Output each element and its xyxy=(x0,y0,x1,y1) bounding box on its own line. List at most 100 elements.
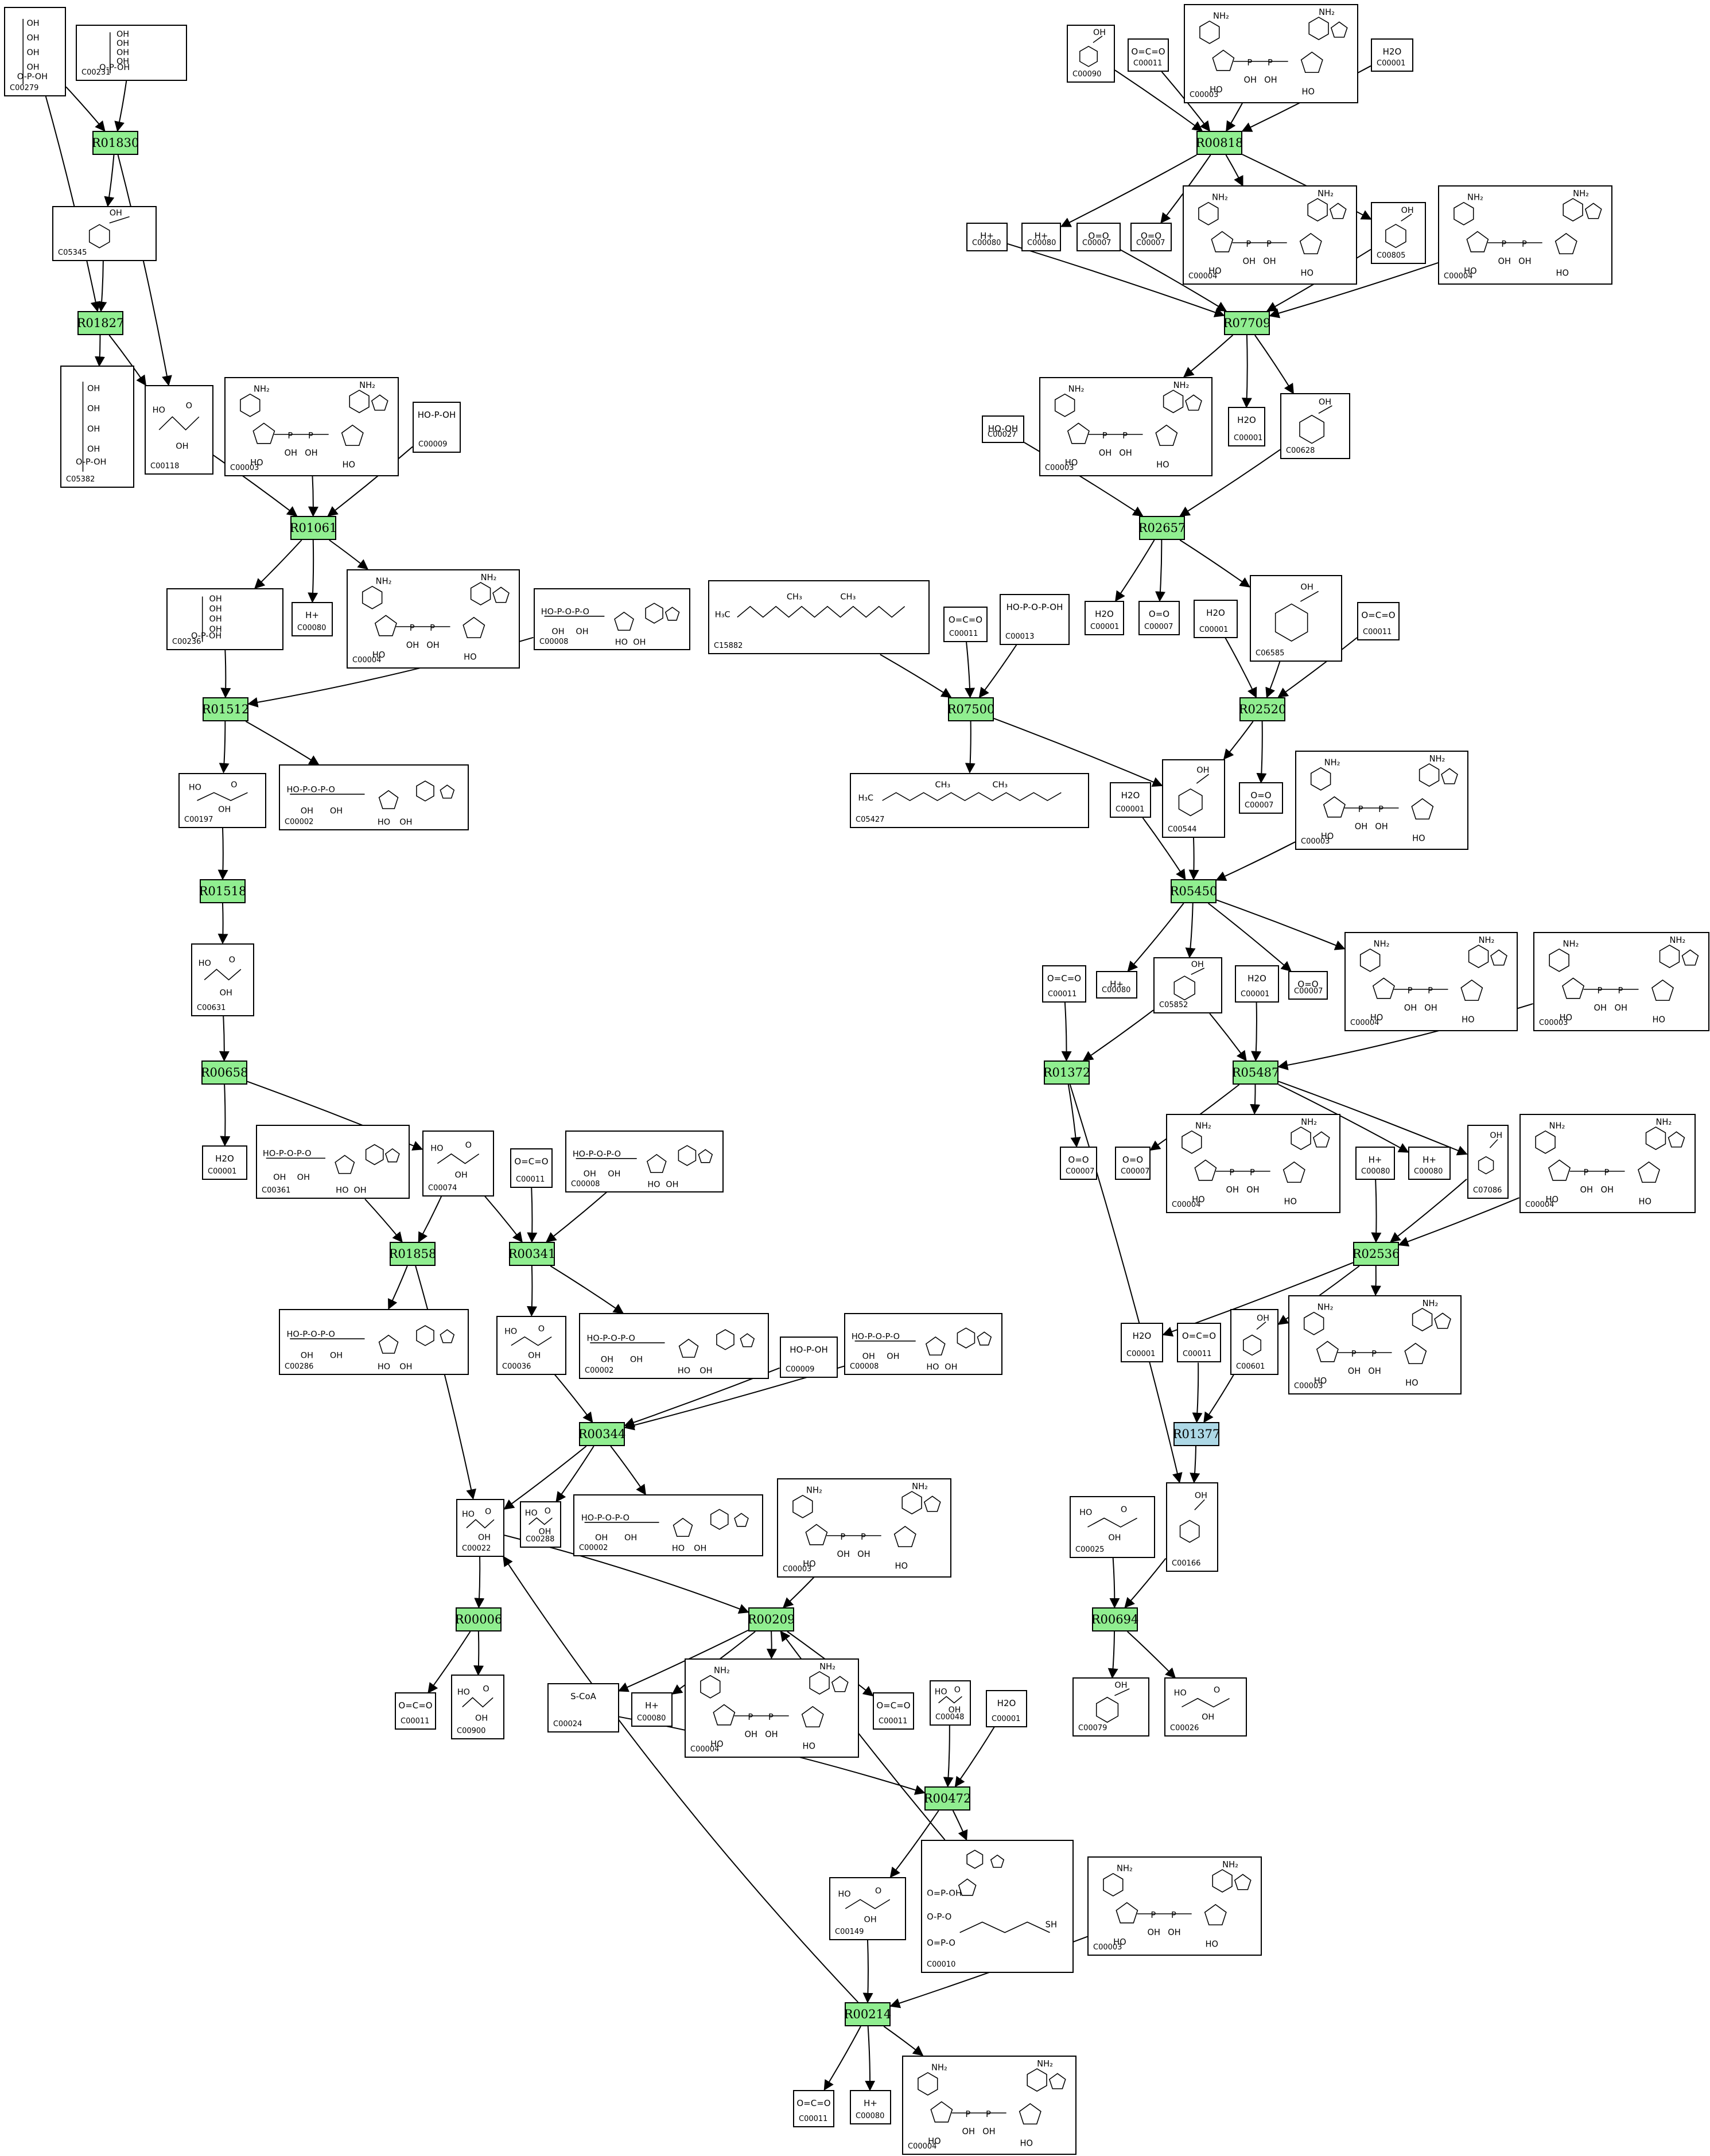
reaction-R01830[interactable]: R01830 xyxy=(92,131,139,155)
reaction-R05450[interactable]: R05450 xyxy=(1170,879,1217,903)
reaction-R02520[interactable]: R02520 xyxy=(1239,697,1286,721)
reaction-R05487[interactable]: R05487 xyxy=(1232,1060,1279,1085)
reaction-R00694[interactable]: R00694 xyxy=(1091,1607,1138,1631)
compound-C00080[interactable]: H+C00080 xyxy=(850,2090,891,2124)
compound-C00080[interactable]: H+C00080 xyxy=(966,223,1008,251)
reaction-R00472[interactable]: R00472 xyxy=(924,1786,971,1811)
reaction-R00006[interactable]: R00006 xyxy=(455,1607,502,1631)
reaction-R07709[interactable]: R07709 xyxy=(1223,311,1270,335)
reaction-R01061[interactable]: R01061 xyxy=(290,516,337,540)
reaction-R02536[interactable]: R02536 xyxy=(1353,1242,1400,1266)
reaction-R01518[interactable]: R01518 xyxy=(199,879,246,903)
reaction-R01858[interactable]: R01858 xyxy=(389,1242,436,1266)
compound-C00080[interactable]: H+C00080 xyxy=(1096,971,1137,999)
reaction-R00341[interactable]: R00341 xyxy=(508,1242,555,1266)
reaction-R00209[interactable]: R00209 xyxy=(748,1607,795,1631)
reaction-R00658[interactable]: R00658 xyxy=(201,1060,248,1085)
compound-C00080[interactable]: H+C00080 xyxy=(292,602,333,636)
reaction-R00818[interactable]: R00818 xyxy=(1196,131,1243,155)
reaction-R01512[interactable]: R01512 xyxy=(202,697,249,721)
compound-C00080[interactable]: H+C00080 xyxy=(631,1692,673,1727)
reaction-R07500[interactable]: R07500 xyxy=(947,697,994,721)
reaction-R02657[interactable]: R02657 xyxy=(1138,516,1186,540)
compound-C00080[interactable]: H+C00080 xyxy=(1408,1147,1451,1180)
reaction-R01827[interactable]: R01827 xyxy=(77,311,124,335)
compound-C00080[interactable]: H+C00080 xyxy=(1021,223,1061,251)
reaction-R00214[interactable]: R00214 xyxy=(844,2002,891,2026)
